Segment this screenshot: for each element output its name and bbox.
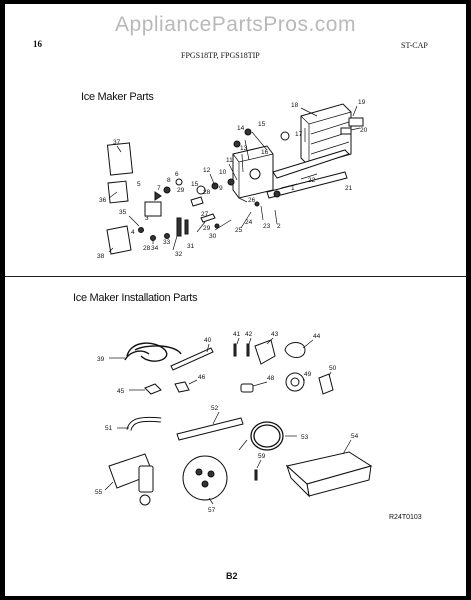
page-number: 16	[33, 39, 42, 49]
callout-15: 15	[258, 121, 266, 128]
callout-55: 55	[95, 489, 103, 496]
callout-46: 46	[198, 374, 206, 381]
callout-53: 53	[301, 434, 309, 441]
callout-23: 23	[263, 223, 271, 230]
callout-21: 21	[345, 185, 353, 192]
callout-38: 38	[97, 253, 105, 260]
callout-10: 10	[219, 169, 227, 176]
callout-32: 32	[175, 251, 183, 258]
callout-labels: 18 19 20 17 15 14 16 13 11 10 12 22 21 1…	[95, 99, 368, 514]
callout-6: 6	[175, 171, 179, 178]
callout-50: 50	[329, 365, 337, 372]
model-numbers: FPGS18TP, FPGS18TIP	[181, 51, 260, 60]
callout-17: 17	[295, 131, 303, 138]
callout-35: 35	[119, 209, 127, 216]
callout-34: 34	[151, 245, 159, 252]
ice-maker-assembly-drawing	[106, 103, 364, 255]
watermark: AppliancePartsPros.com	[115, 13, 356, 36]
callout-43: 43	[271, 331, 279, 338]
parts-diagram-page: AppliancePartsPros.com 16 FPGS18TP, FPGS…	[5, 4, 466, 596]
callout-7: 7	[157, 185, 161, 192]
callout-29b: 29	[203, 225, 211, 232]
callout-3: 3	[145, 215, 149, 222]
callout-22: 22	[308, 177, 316, 184]
callout-4: 4	[131, 229, 135, 236]
callout-42: 42	[245, 331, 253, 338]
callout-8: 8	[167, 177, 171, 184]
installation-parts-drawing	[104, 337, 373, 506]
callout-11: 11	[226, 157, 233, 164]
section-title-installation-parts: Ice Maker Installation Parts	[73, 292, 198, 304]
callout-26: 26	[248, 197, 256, 204]
page-label: B2	[226, 571, 238, 581]
callout-12: 12	[203, 167, 211, 174]
callout-24: 24	[245, 219, 253, 226]
callout-13: 13	[240, 145, 248, 152]
callout-33: 33	[163, 239, 171, 246]
catalog-code: ST-CAP	[401, 41, 428, 50]
callout-51: 51	[105, 425, 113, 432]
callout-14: 14	[237, 125, 245, 132]
callout-48: 48	[267, 375, 275, 382]
callout-52: 52	[211, 405, 219, 412]
callout-5: 5	[137, 181, 141, 188]
callout-44: 44	[313, 333, 321, 340]
exploded-parts-drawing: 18 19 20 17 15 14 16 13 11 10 12 22 21 1…	[95, 99, 373, 514]
callout-1: 1	[291, 185, 295, 192]
callout-19: 19	[358, 99, 366, 106]
callout-37: 37	[113, 139, 121, 146]
callout-40: 40	[204, 337, 212, 344]
callout-45: 45	[117, 388, 125, 395]
callout-57: 57	[208, 507, 216, 514]
callout-59: 59	[258, 453, 266, 460]
diagram-reference-code: R24T0103	[389, 514, 422, 521]
callout-54: 54	[351, 433, 359, 440]
callout-39: 39	[97, 356, 105, 363]
section-title-ice-maker-parts: Ice Maker Parts	[81, 91, 154, 103]
callout-28: 28	[203, 189, 211, 196]
callout-36: 36	[99, 197, 107, 204]
callout-28b: 28	[143, 245, 151, 252]
callout-16: 16	[261, 149, 269, 156]
callout-9: 9	[219, 185, 223, 192]
callout-27: 27	[201, 211, 209, 218]
callout-29: 29	[177, 187, 185, 194]
section-divider	[5, 276, 466, 277]
callout-31: 31	[187, 243, 195, 250]
callout-20: 20	[360, 127, 368, 134]
callout-41: 41	[233, 331, 241, 338]
callout-15b: 15	[191, 181, 199, 188]
callout-2: 2	[277, 223, 281, 230]
callout-30: 30	[209, 233, 217, 240]
callout-25: 25	[235, 227, 243, 234]
callout-18: 18	[291, 102, 299, 109]
callout-49: 49	[304, 371, 312, 378]
